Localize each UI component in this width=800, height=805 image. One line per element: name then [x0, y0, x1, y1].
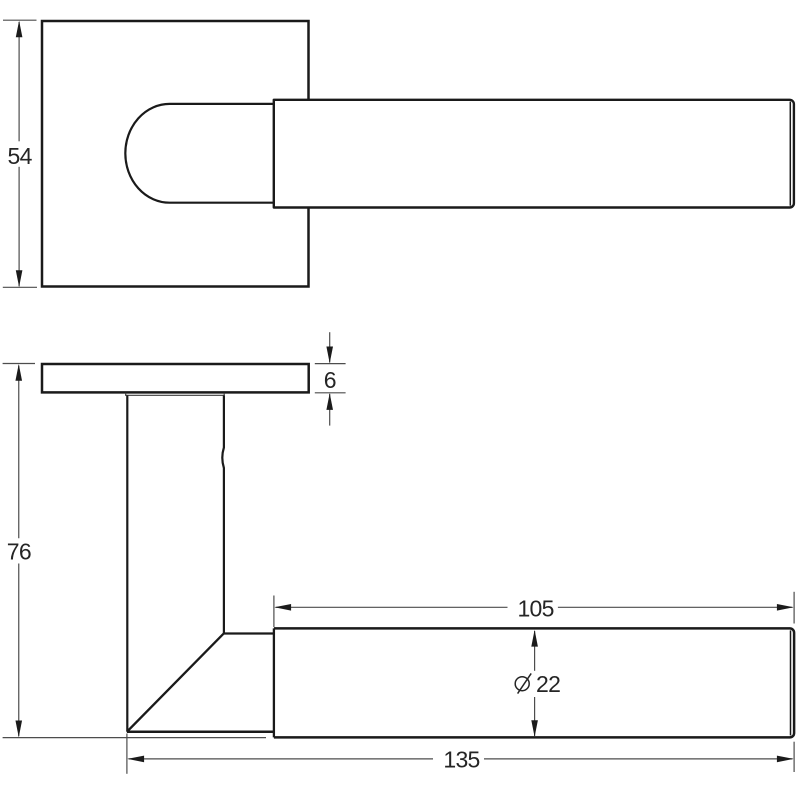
- svg-text:22: 22: [536, 671, 560, 697]
- svg-text:76: 76: [7, 539, 31, 565]
- svg-text:54: 54: [8, 143, 33, 169]
- svg-text:105: 105: [517, 596, 553, 622]
- svg-text:135: 135: [443, 747, 479, 773]
- svg-text:6: 6: [324, 367, 337, 393]
